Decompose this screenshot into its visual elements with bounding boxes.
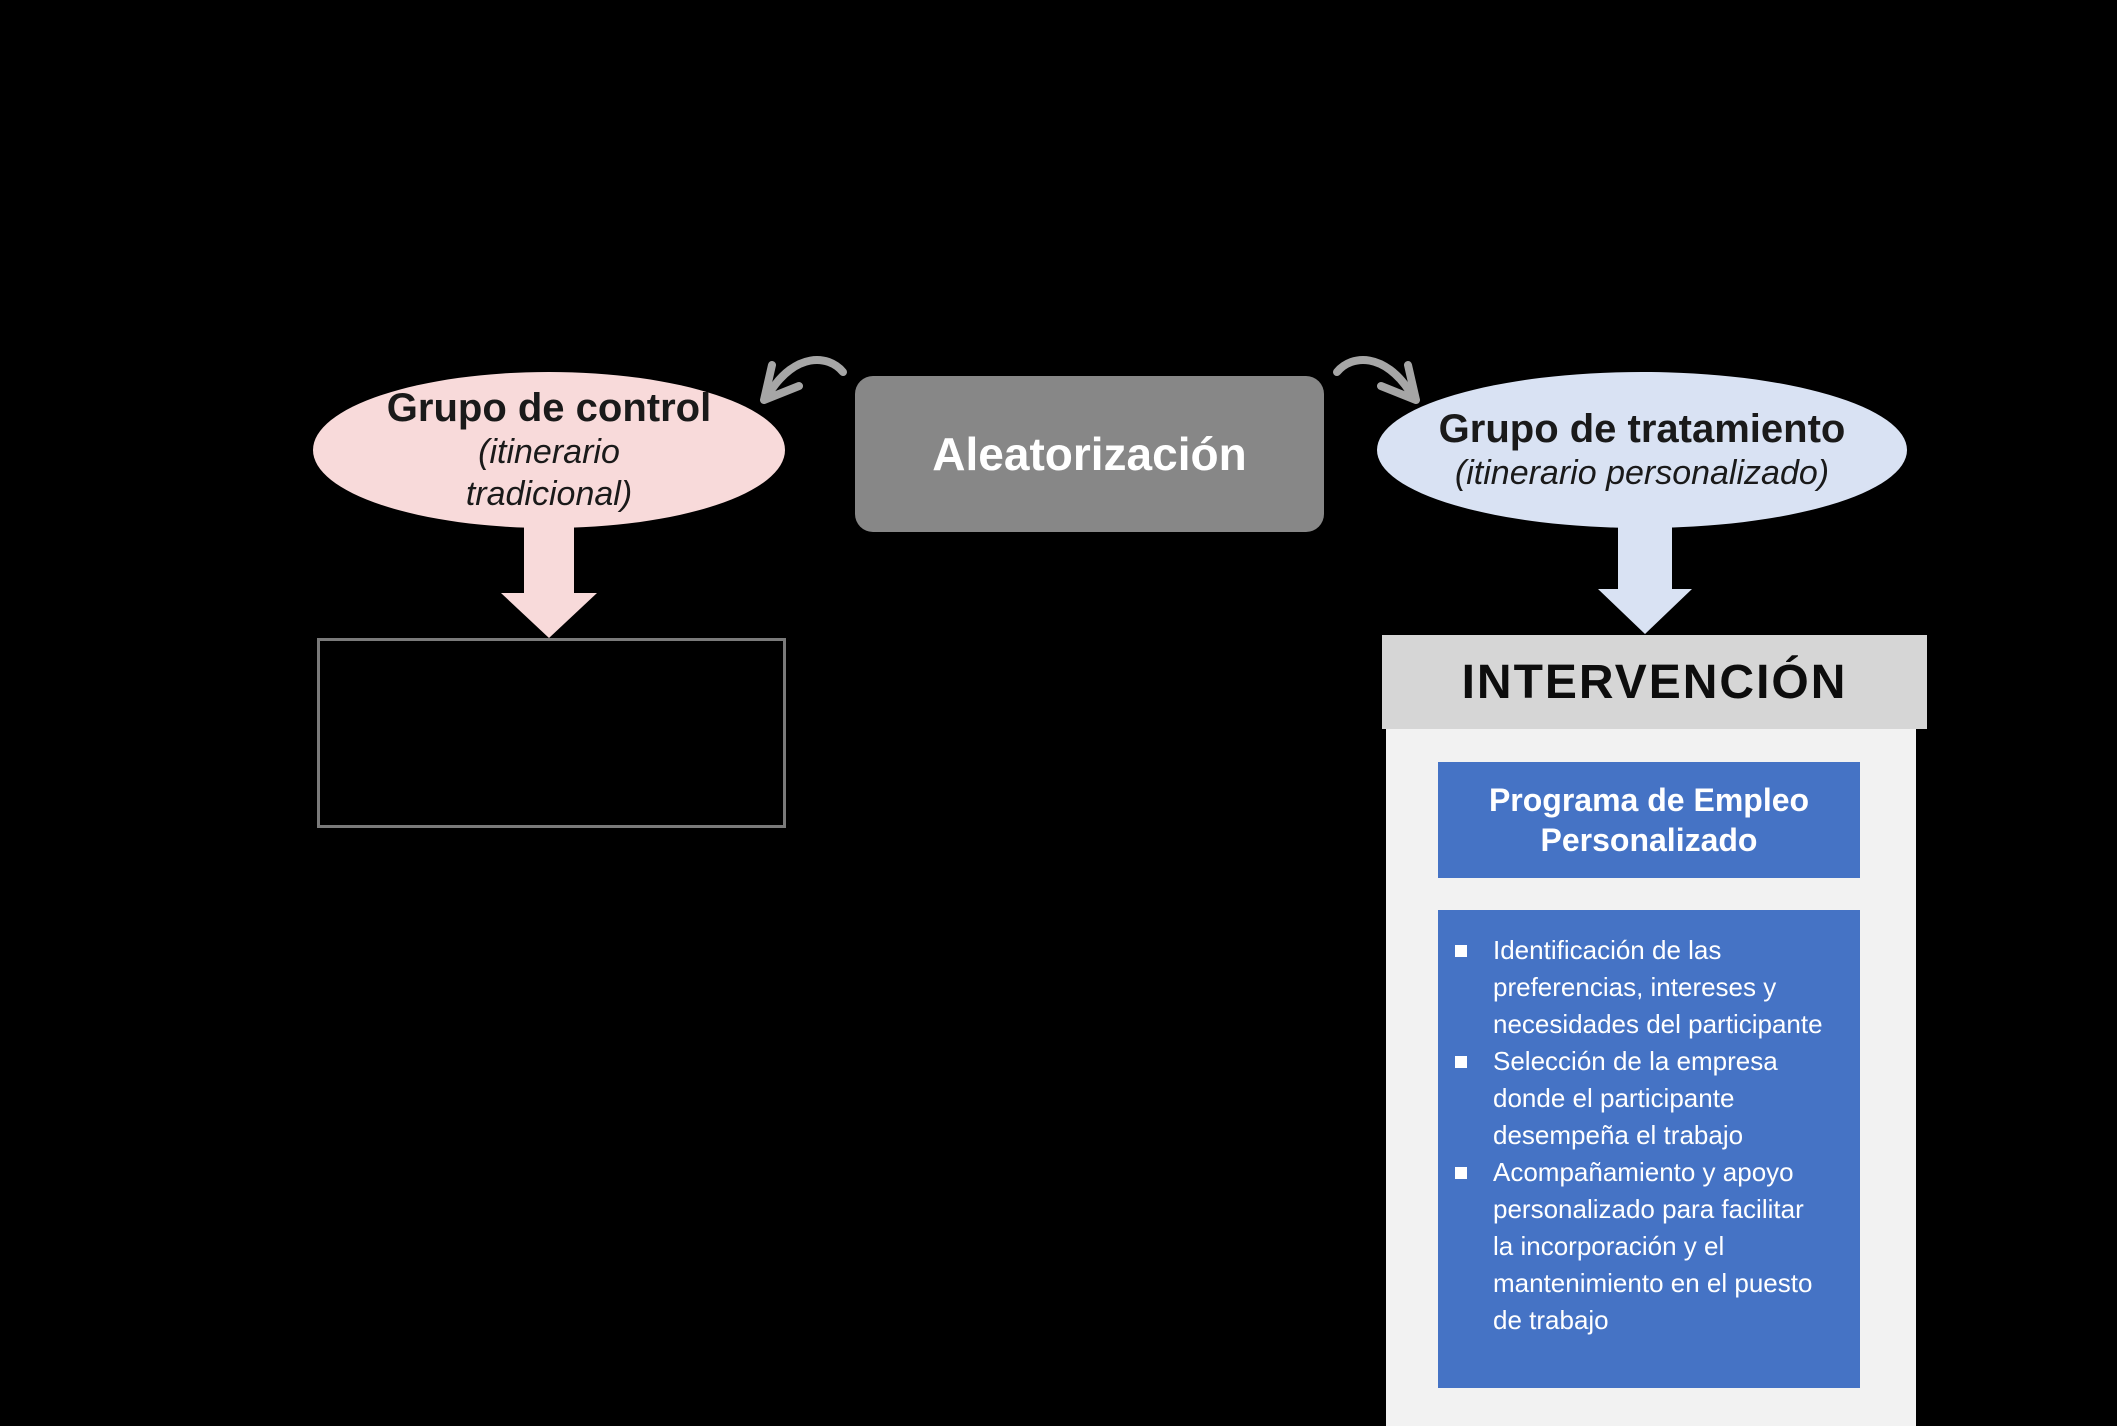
intervention-panel: Programa de Empleo Personalizado Identif…	[1386, 729, 1916, 1426]
randomization-box: Aleatorización	[855, 376, 1324, 532]
program-box-label: Programa de Empleo Personalizado	[1488, 782, 1810, 858]
down-arrow-treatment-icon	[1598, 524, 1692, 634]
control-group-ellipse: Grupo de control (itinerario tradicional…	[313, 372, 785, 528]
list-item: Acompañamiento y apoyo personalizado par…	[1455, 1154, 1850, 1339]
control-group-title: Grupo de control	[386, 386, 712, 430]
intervention-header: INTERVENCIÓN	[1382, 635, 1927, 729]
treatment-group-ellipse: Grupo de tratamiento (itinerario persona…	[1377, 372, 1907, 528]
bullet-square-icon	[1455, 1167, 1467, 1179]
activity-text: Selección de la empresa donde el partici…	[1493, 1046, 1778, 1150]
curved-arrow-right-icon	[1333, 356, 1420, 404]
program-box: Programa de Empleo Personalizado	[1438, 762, 1860, 878]
activity-text: Acompañamiento y apoyo personalizado par…	[1493, 1157, 1813, 1335]
down-arrow-control-icon	[501, 526, 597, 638]
control-group-subtitle: (itinerario tradicional)	[465, 433, 633, 513]
treatment-group-subtitle: (itinerario personalizado)	[1454, 454, 1830, 492]
activity-text: Identificación de las preferencias, inte…	[1493, 935, 1823, 1039]
control-outcome-box	[317, 638, 786, 828]
bullet-square-icon	[1455, 1056, 1467, 1068]
treatment-group-title: Grupo de tratamiento	[1438, 407, 1846, 451]
list-item: Identificación de las preferencias, inte…	[1455, 932, 1850, 1043]
randomization-label: Aleatorización	[932, 428, 1247, 480]
curved-arrow-left-icon	[760, 356, 847, 404]
intervention-header-label: INTERVENCIÓN	[1461, 655, 1848, 709]
activities-box: Identificación de las preferencias, inte…	[1438, 910, 1860, 1388]
list-item: Selección de la empresa donde el partici…	[1455, 1043, 1850, 1154]
bullet-square-icon	[1455, 945, 1467, 957]
